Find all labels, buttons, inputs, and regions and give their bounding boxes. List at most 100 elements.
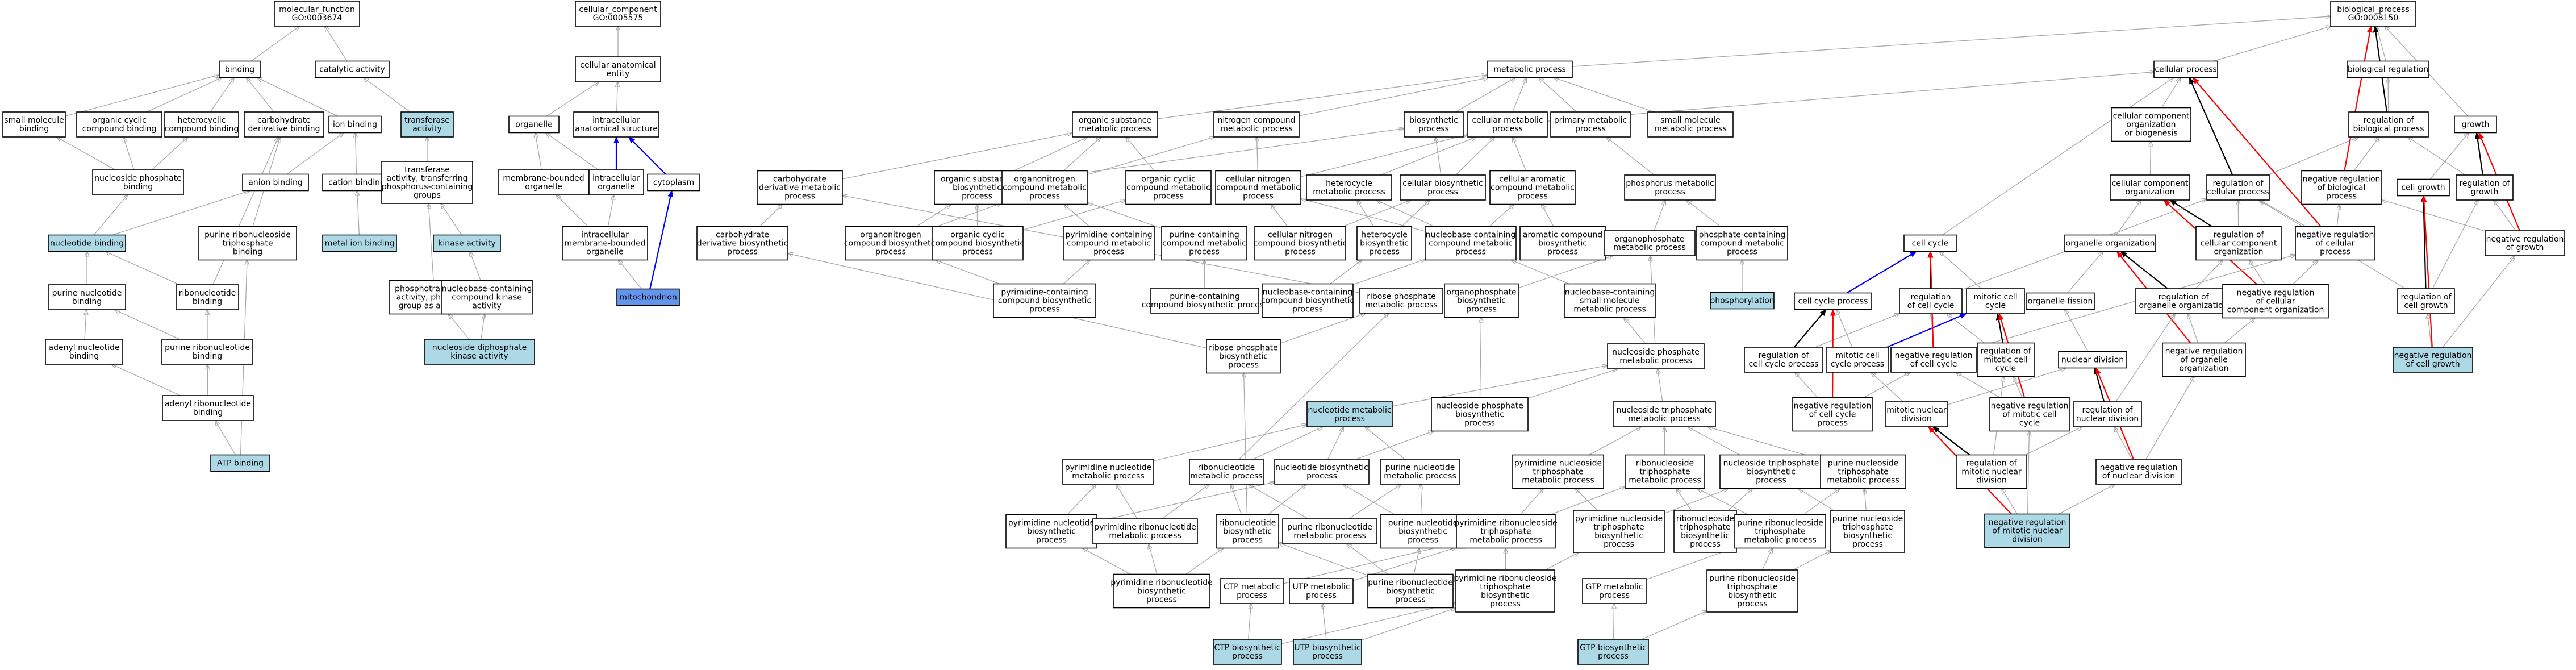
term-label-line: biosynthetic	[1538, 239, 1587, 248]
edge-is-a	[1836, 310, 1853, 348]
edge-is-a	[1361, 608, 1456, 641]
go-term-anion-binding: anion binding	[242, 173, 309, 192]
term-label-line: compound binding	[82, 124, 157, 134]
term-label-line: pyrimidine nucleoside	[1575, 514, 1663, 523]
term-box	[1380, 514, 1466, 549]
term-box	[176, 284, 239, 310]
term-label-line: triphosphate	[1480, 582, 1530, 592]
term-label-line: process	[1285, 248, 1316, 257]
term-label: organelle organization	[2066, 239, 2155, 248]
edge-is-a	[2114, 427, 2132, 460]
term-label-line: nucleotide binding	[50, 239, 124, 248]
edge-is-a	[2429, 133, 2469, 180]
term-label-line: nucleobase-containing	[1565, 288, 1655, 297]
term-box	[441, 280, 533, 315]
term-label-line: process	[1517, 192, 1548, 201]
term-label-line: organelle	[515, 120, 552, 130]
term-label-line: biosynthetic	[1681, 531, 1730, 540]
term-box	[1489, 170, 1576, 205]
term-label-line: metabolic process	[1628, 414, 1701, 423]
term-label-line: regulation of	[2363, 116, 2414, 125]
edge-is-a	[2428, 314, 2432, 348]
term-label-line: metabolic process	[1293, 531, 1366, 540]
term-box	[2454, 115, 2497, 134]
term-label-line: negative regulation	[1989, 518, 2066, 527]
term-box	[1289, 578, 1354, 604]
term-box	[1455, 569, 1555, 613]
edge-is-a	[1330, 260, 1362, 285]
term-box	[2295, 226, 2375, 261]
term-label: catalytic activity	[319, 65, 385, 74]
term-label: cation binding	[328, 178, 385, 188]
term-label-line: metabolic process	[1190, 472, 1263, 481]
term-label-line: pyrimidine-containing	[1065, 231, 1152, 240]
term-box	[575, 56, 661, 82]
term-label-line: organic cyclic	[92, 116, 147, 125]
term-box	[1512, 454, 1604, 489]
edge-is-a	[1413, 548, 1419, 575]
term-box	[1744, 347, 1823, 373]
edge-is-a	[1064, 205, 1090, 227]
edge-is-a	[1455, 137, 1495, 176]
go-term-nuclear-division: nuclear division	[2058, 351, 2127, 369]
term-label-line: process	[1464, 419, 1495, 428]
term-label-line: purine ribonucleotide	[1368, 579, 1453, 588]
term-label-line: cellular process	[2155, 65, 2216, 74]
term-box	[1710, 292, 1775, 310]
edge-is-a	[1022, 200, 1126, 231]
term-label-line: nucleoside phosphate	[94, 174, 182, 183]
edge-is-a	[1539, 78, 1577, 113]
term-label-line: of mitotic nuclear	[1992, 527, 2063, 536]
term-label-line: ribonucleotide	[179, 289, 236, 298]
term-label-line: process	[1852, 540, 1883, 549]
edge-is-a	[1401, 200, 1430, 227]
edge-is-a	[1939, 252, 1982, 289]
term-label-line: cellular component	[2113, 112, 2190, 121]
term-box	[2393, 347, 2473, 373]
term-label-line: triphosphate	[1755, 527, 1805, 536]
term-label-line: membrane-bounded	[564, 239, 645, 248]
edge-is-a	[842, 133, 1072, 180]
edge-is-a	[2115, 200, 2141, 235]
term-label-line: binding	[193, 352, 222, 361]
edge-negatively-regulates	[2192, 77, 2322, 227]
term-label-line: adenyl ribonucleotide	[165, 399, 251, 409]
term-label: organelle fission	[2028, 297, 2093, 306]
edge-is-a	[936, 203, 1002, 227]
term-box	[1696, 226, 1788, 261]
edge-is-a	[1083, 548, 1131, 575]
